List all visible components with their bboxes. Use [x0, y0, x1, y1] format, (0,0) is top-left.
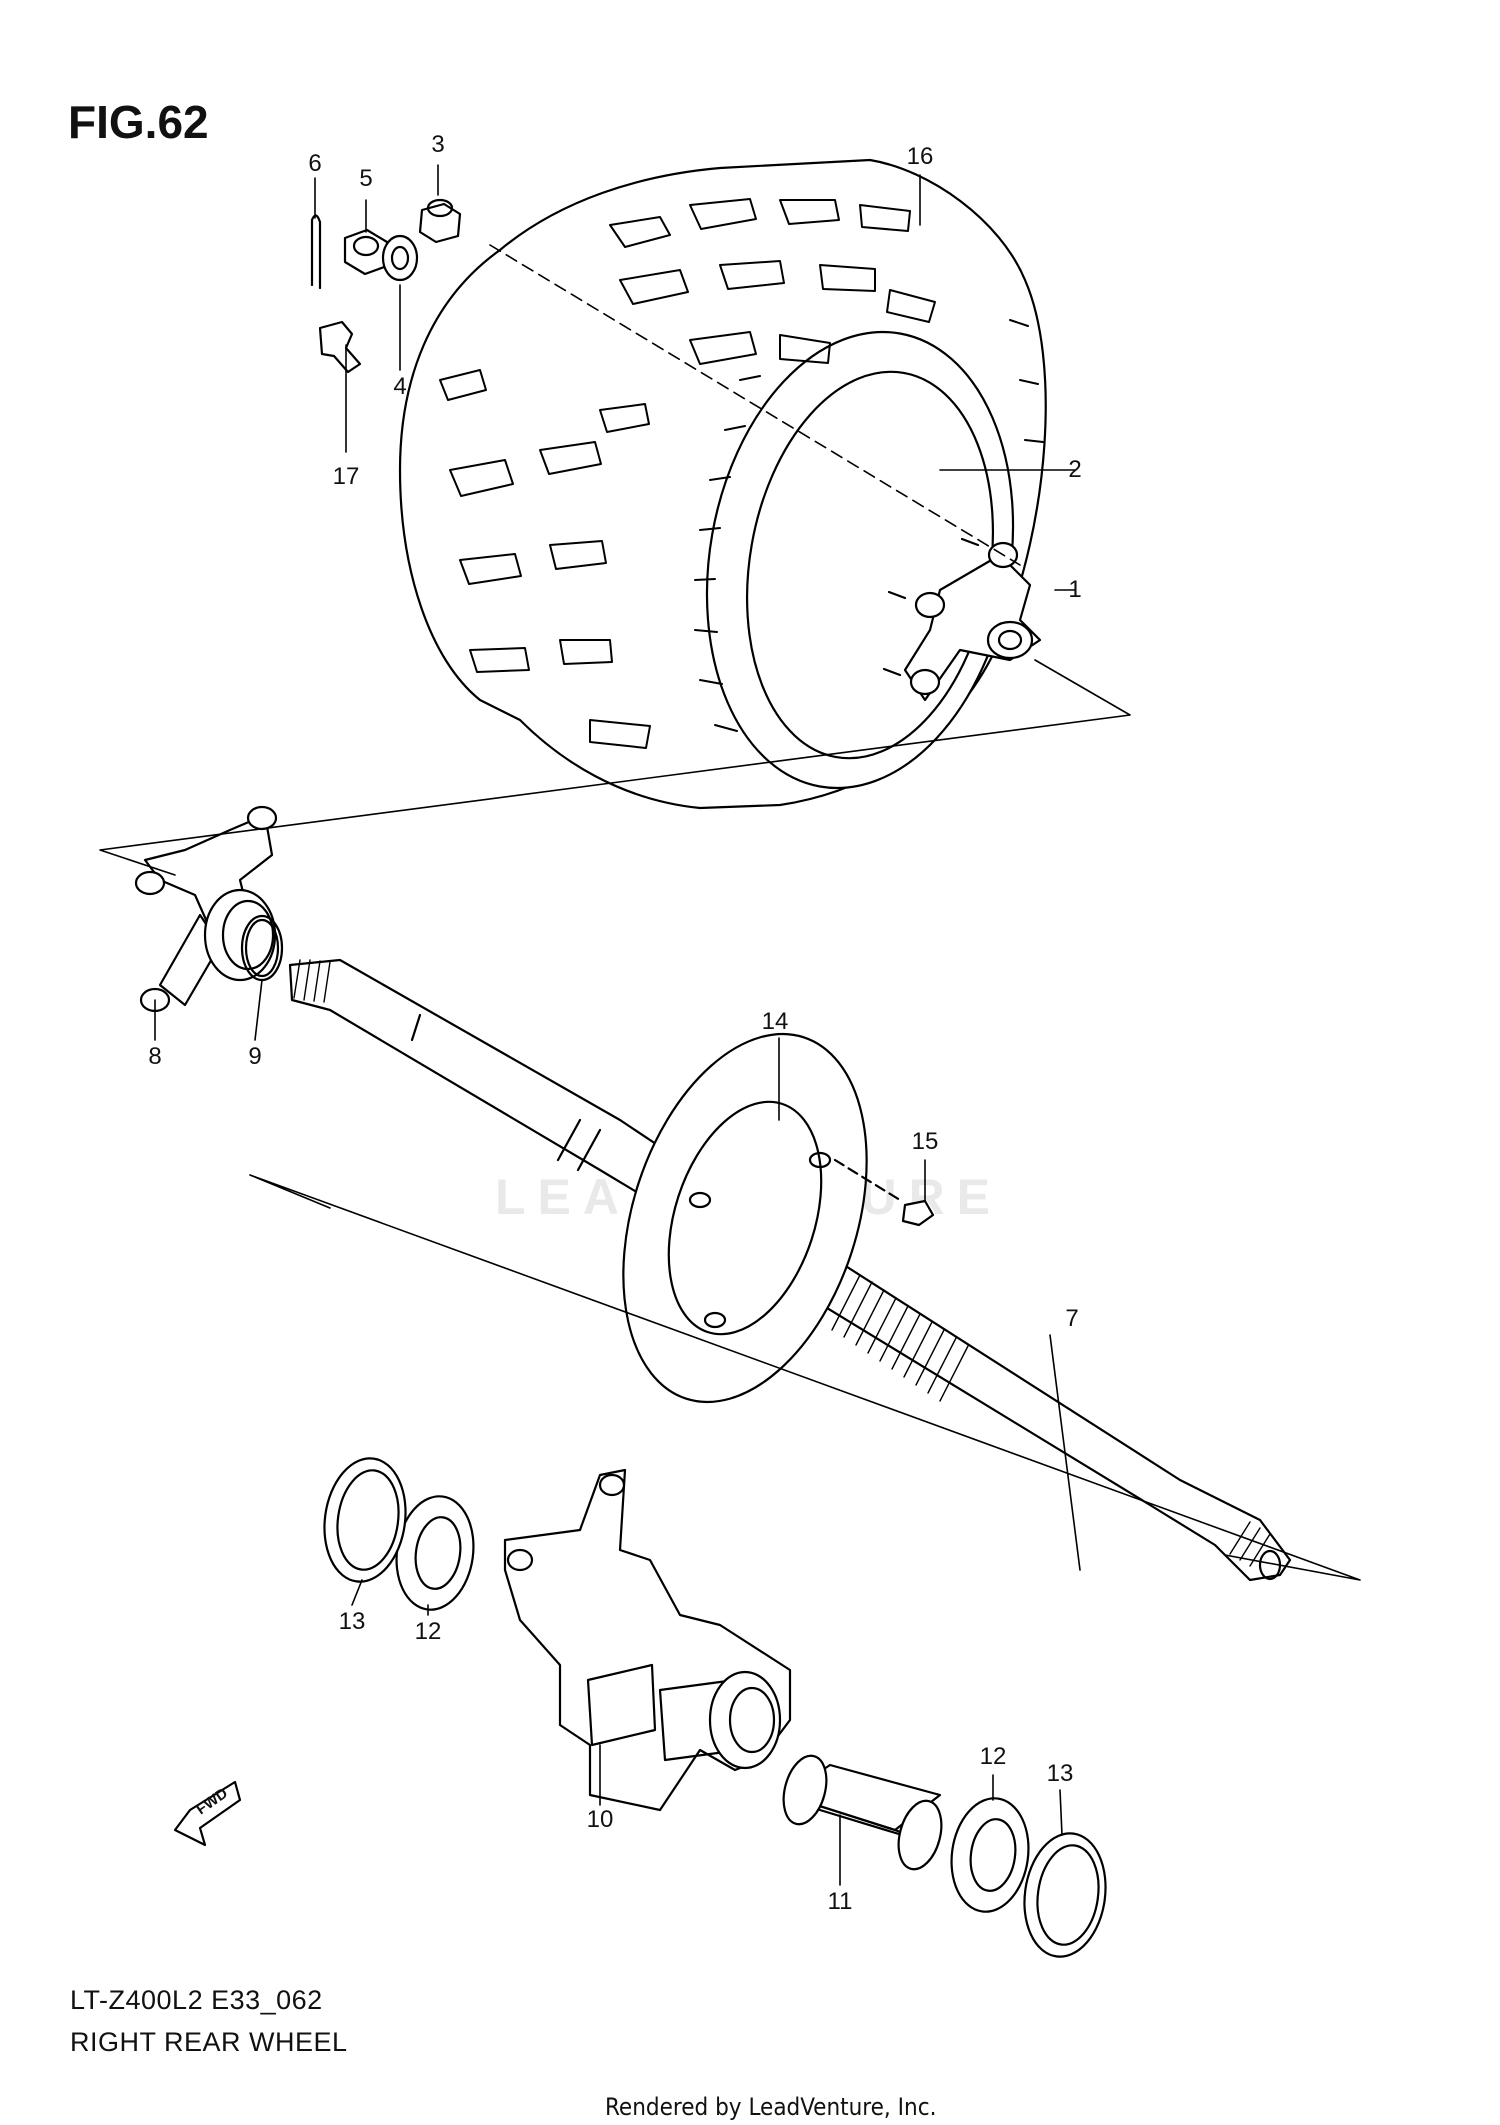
callout-1: 1: [1068, 576, 1082, 603]
callout-13-right: 13: [1046, 1760, 1074, 1787]
callout-16: 16: [906, 143, 934, 170]
callout-8: 8: [148, 1043, 162, 1070]
callout-7: 7: [1065, 1305, 1079, 1332]
diagram-name: RIGHT REAR WHEEL: [70, 2027, 348, 2057]
seal-part-13-left: [323, 1457, 407, 1583]
callout-13-left: 13: [338, 1608, 366, 1635]
callout-17: 17: [332, 463, 360, 490]
brake-disc-part-14: [622, 1032, 868, 1404]
rendered-by-footer: Rendered by LeadVenture, Inc.: [605, 2093, 937, 2121]
tire-part-16: [398, 158, 1047, 810]
figure-title: FIG.62: [68, 96, 209, 148]
callout-12-right: 12: [979, 1743, 1007, 1770]
callout-14: 14: [761, 1008, 789, 1035]
callout-15: 15: [911, 1128, 939, 1155]
hub-part-1: [882, 537, 1042, 702]
carrier-part-10: [503, 1468, 792, 1812]
callout-10: 10: [586, 1806, 614, 1833]
spacer-part-11: [782, 1754, 943, 1871]
seal-part-13-right: [1023, 1832, 1107, 1958]
hub-part-8: [134, 805, 278, 1013]
callout-2: 2: [1068, 456, 1082, 483]
callout-4: 4: [393, 373, 407, 400]
valve-part-17: [318, 320, 362, 374]
bearing-part-12-right: [950, 1797, 1030, 1913]
callout-12-left: 12: [414, 1618, 442, 1645]
fwd-arrow-icon: [173, 1780, 242, 1847]
leader-lines: [154, 164, 1081, 1886]
callout-6: 6: [308, 150, 322, 177]
callout-3: 3: [431, 131, 445, 158]
stud-part-3: [418, 198, 462, 244]
bolt-part-15: [833, 1158, 935, 1227]
washer-part-4: [381, 234, 419, 282]
model-code: LT-Z400L2 E33_062: [70, 1985, 323, 2015]
callout-11: 11: [827, 1888, 853, 1915]
bearing-part-12-left: [395, 1495, 475, 1611]
callout-9: 9: [248, 1043, 262, 1070]
assembly-lines: [99, 244, 1361, 1581]
cotter-pin-part-6: [310, 214, 322, 290]
callout-5: 5: [359, 165, 373, 192]
nut-part-5: [343, 228, 389, 276]
